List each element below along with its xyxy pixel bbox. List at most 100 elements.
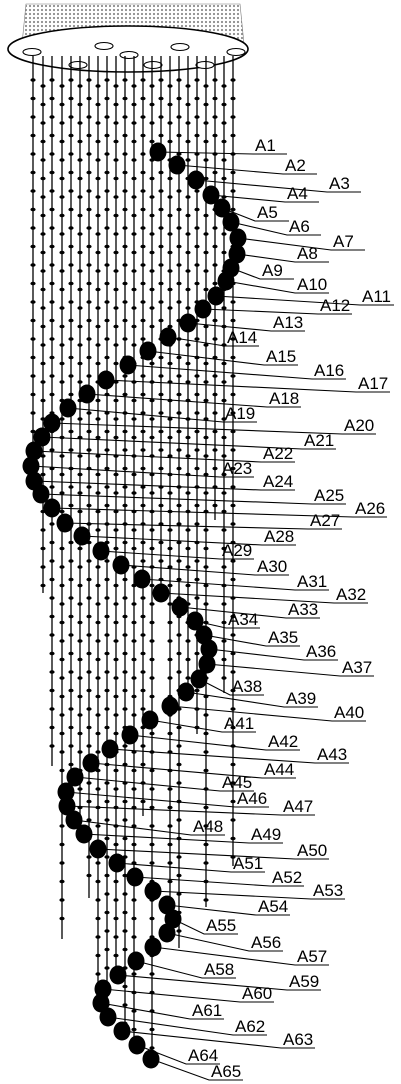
label-a21: A21 [304, 431, 334, 450]
leader-a61 [100, 1002, 224, 1020]
label-a65: A65 [211, 1062, 241, 1081]
label-a56: A56 [251, 933, 281, 952]
leader-a25 [40, 493, 346, 505]
crystal-a7 [229, 228, 247, 248]
leader-a32 [160, 592, 368, 604]
label-a30: A30 [257, 557, 287, 576]
label-a63: A63 [283, 1030, 313, 1049]
crystal-a17 [97, 370, 115, 390]
strand-18 [185, 56, 191, 692]
crystal-a65 [142, 1049, 160, 1069]
crystal-a4 [202, 185, 220, 205]
leader-a26 [51, 507, 387, 518]
leader-a7 [237, 237, 365, 251]
label-a1: A1 [255, 136, 276, 155]
crystal-a60 [94, 979, 112, 999]
strand-12 [131, 56, 137, 1045]
crystal-a48 [65, 810, 83, 830]
leader-a33 [179, 606, 320, 619]
leader-a58 [135, 960, 236, 979]
crystal-a63 [113, 1021, 131, 1041]
leader-a56 [166, 932, 283, 952]
label-a9: A9 [262, 261, 283, 280]
label-a2: A2 [285, 156, 306, 175]
label-a48: A48 [193, 817, 223, 836]
leader-a4 [210, 194, 319, 203]
leader-a22 [33, 450, 295, 463]
label-a10: A10 [297, 275, 327, 294]
crystal-a34 [186, 611, 204, 631]
label-a18: A18 [269, 389, 299, 408]
crystal-a2 [168, 155, 186, 175]
canopy-hole-5 [143, 60, 163, 70]
crystal-a39 [177, 682, 195, 702]
label-a53: A53 [313, 881, 343, 900]
leader-a51 [116, 862, 265, 873]
crystal-a56 [158, 923, 176, 943]
crystal-a61 [92, 993, 110, 1013]
strand-8 [95, 56, 101, 1003]
strand-14 [149, 56, 155, 1059]
strand-10 [113, 56, 119, 975]
leader-a37 [206, 663, 374, 677]
crystal-a5 [213, 198, 231, 218]
strand-13 [140, 56, 146, 816]
label-a46: A46 [237, 789, 267, 808]
leader-a16 [127, 364, 346, 380]
label-a29: A29 [222, 541, 252, 560]
label-a61: A61 [192, 1001, 222, 1020]
leader-a15 [147, 350, 298, 366]
crystal-a52 [126, 867, 144, 887]
crystal-a46 [57, 782, 75, 802]
crystal-a14 [159, 327, 177, 347]
label-a16: A16 [314, 361, 344, 380]
crystal-a32 [152, 583, 170, 603]
crystal-a64 [128, 1035, 146, 1055]
leader-a43 [109, 748, 349, 764]
leader-a62 [107, 1016, 267, 1036]
leader-a8 [236, 253, 329, 263]
label-a20: A20 [344, 416, 374, 435]
crystal-a1 [149, 142, 167, 162]
crystal-spiral [22, 142, 247, 1069]
label-a28: A28 [264, 527, 294, 546]
strand-9 [104, 56, 110, 1017]
label-a44: A44 [264, 760, 294, 779]
label-a22: A22 [263, 444, 293, 463]
label-a37: A37 [342, 658, 372, 677]
label-a49: A49 [251, 825, 281, 844]
label-a8: A8 [297, 244, 318, 263]
leader-a1 [157, 151, 287, 155]
crystal-a40 [161, 696, 179, 716]
leader-a46 [65, 791, 269, 808]
label-a32: A32 [336, 585, 366, 604]
leader-a60 [102, 988, 274, 1003]
leader-a9 [230, 267, 294, 280]
crystal-a62 [99, 1007, 117, 1027]
leader-a34 [194, 620, 260, 629]
label-a54: A54 [258, 897, 288, 916]
label-a40: A40 [334, 703, 364, 722]
crystal-a59 [109, 965, 127, 985]
leader-a27 [64, 522, 342, 530]
crystal-a18 [78, 384, 96, 404]
crystal-a33 [171, 597, 189, 617]
crystal-a12 [194, 299, 212, 319]
label-a52: A52 [272, 868, 302, 887]
leader-a14 [167, 336, 259, 347]
crystal-a16 [119, 355, 137, 375]
leader-a21 [41, 436, 336, 450]
leader-a36 [208, 648, 338, 661]
label-a34: A34 [228, 610, 258, 629]
crystal-a22 [25, 441, 43, 461]
label-a31: A31 [297, 572, 327, 591]
leader-a39 [185, 691, 318, 708]
leader-a48 [73, 819, 225, 836]
leader-a54 [166, 904, 290, 916]
leader-a57 [152, 946, 329, 966]
label-a39: A39 [286, 689, 316, 708]
label-a60: A60 [242, 984, 272, 1003]
crystal-a58 [127, 951, 145, 971]
crystal-a6 [222, 212, 240, 232]
leader-a10 [225, 280, 329, 294]
